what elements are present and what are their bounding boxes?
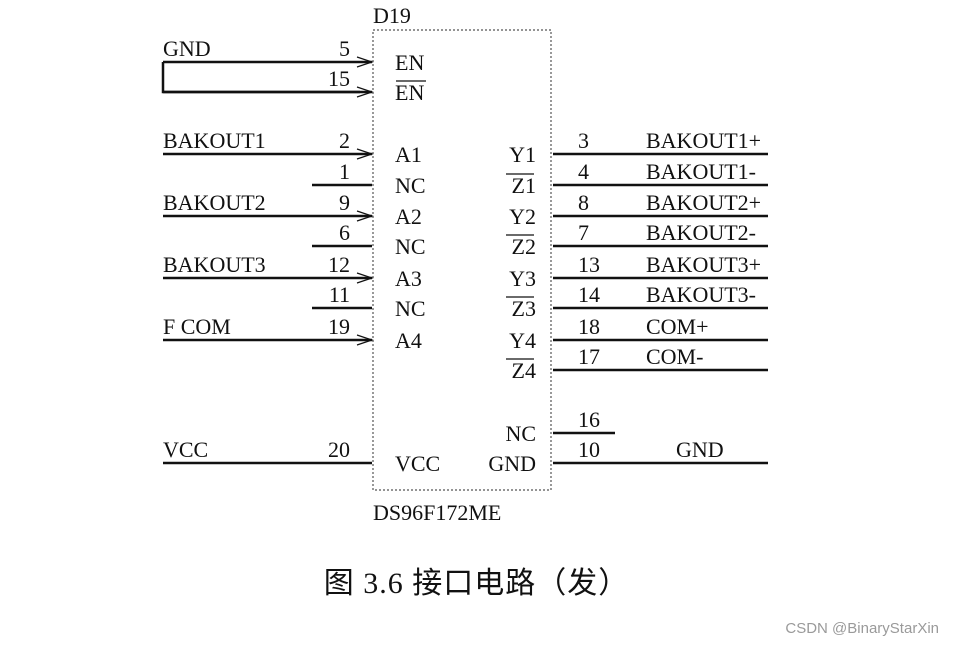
net-label: GND xyxy=(163,36,211,61)
pin-number: 7 xyxy=(578,220,589,245)
left-pin-6: 6NC xyxy=(312,220,426,259)
pin-number: 1 xyxy=(339,159,350,184)
net-label: BAKOUT2+ xyxy=(646,190,761,215)
pin-number: 16 xyxy=(578,407,600,432)
pin-number: 19 xyxy=(328,314,350,339)
pin-name: GND xyxy=(488,451,536,476)
pin-name: EN xyxy=(395,50,424,75)
net-label: BAKOUT3- xyxy=(646,282,756,307)
right-pin-7: 7 BAKOUT2- Z2 xyxy=(506,220,768,259)
right-pin-3: 3 BAKOUT1+ Y1 xyxy=(509,128,768,167)
pin-name: Z2 xyxy=(512,234,536,259)
pin-number: 14 xyxy=(578,282,600,307)
left-pin-5: GND 5EN xyxy=(163,36,424,75)
pin-number: 8 xyxy=(578,190,589,215)
pin-name: Y2 xyxy=(509,204,536,229)
net-label: VCC xyxy=(163,437,208,462)
pin-number: 15 xyxy=(328,66,350,91)
left-pin-9: BAKOUT2 9A2 xyxy=(163,190,422,229)
pin-number: 3 xyxy=(578,128,589,153)
pin-number: 12 xyxy=(328,252,350,277)
left-pin-2: BAKOUT1 2A1 xyxy=(163,128,422,167)
left-pin-1: 1NC xyxy=(312,159,426,198)
pin-name: A4 xyxy=(395,328,422,353)
pin-name: Y1 xyxy=(509,142,536,167)
pin-name: VCC xyxy=(395,451,440,476)
pin-name: Y3 xyxy=(509,266,536,291)
pin-number: 2 xyxy=(339,128,350,153)
chip-body xyxy=(372,29,552,491)
net-label: GND xyxy=(676,437,724,462)
chip-ref: D19 xyxy=(373,3,411,28)
pin-number: 18 xyxy=(578,314,600,339)
pin-number: 9 xyxy=(339,190,350,215)
right-pin-8: 8 BAKOUT2+ Y2 xyxy=(509,190,768,229)
pin-name: A3 xyxy=(395,266,422,291)
net-label: BAKOUT1+ xyxy=(646,128,761,153)
pin-number: 20 xyxy=(328,437,350,462)
input-arrow-icon xyxy=(356,334,374,346)
pin-number: 6 xyxy=(339,220,350,245)
net-label: COM- xyxy=(646,344,703,369)
net-label: BAKOUT3 xyxy=(163,252,266,277)
pin-name: Z4 xyxy=(512,358,536,383)
net-label: BAKOUT2 xyxy=(163,190,266,215)
pin-name: NC xyxy=(395,234,426,259)
right-pin-18: 18 COM+ Y4 xyxy=(509,314,768,353)
input-arrow-icon xyxy=(356,210,374,222)
pin-name: NC xyxy=(395,173,426,198)
pin-number: 13 xyxy=(578,252,600,277)
pin-number: 17 xyxy=(578,344,600,369)
pin-name: A2 xyxy=(395,204,422,229)
pin-name: Z1 xyxy=(512,173,536,198)
input-arrow-icon xyxy=(356,148,374,160)
pin-name: EN xyxy=(395,80,424,105)
net-label: BAKOUT2- xyxy=(646,220,756,245)
pin-number: 4 xyxy=(578,159,589,184)
pin-number: 5 xyxy=(339,36,350,61)
right-pin-13: 13 BAKOUT3+ Y3 xyxy=(509,252,768,291)
pin-number: 10 xyxy=(578,437,600,462)
pin-name: Z3 xyxy=(512,296,536,321)
pin-name: NC xyxy=(505,421,536,446)
pin-name: A1 xyxy=(395,142,422,167)
net-label: F COM xyxy=(163,314,231,339)
net-label: COM+ xyxy=(646,314,709,339)
input-arrow-icon xyxy=(356,272,374,284)
chip-part-number: DS96F172ME xyxy=(373,500,501,525)
right-pin-4: 4 BAKOUT1- Z1 xyxy=(506,159,768,198)
pin-name: Y4 xyxy=(509,328,536,353)
input-arrow-icon xyxy=(356,56,374,68)
net-label: BAKOUT1- xyxy=(646,159,756,184)
right-pin-17: 17 COM- Z4 xyxy=(506,344,768,383)
pin-name: NC xyxy=(395,296,426,321)
figure-caption: 图 3.6 接口电路（发） xyxy=(323,567,630,600)
net-label: BAKOUT1 xyxy=(163,128,266,153)
watermark: CSDN @BinaryStarXin xyxy=(785,620,939,637)
net-label: BAKOUT3+ xyxy=(646,252,761,277)
right-pin-14: 14 BAKOUT3- Z3 xyxy=(506,282,768,321)
pin-number: 11 xyxy=(329,282,350,307)
input-arrow-icon xyxy=(356,86,374,98)
